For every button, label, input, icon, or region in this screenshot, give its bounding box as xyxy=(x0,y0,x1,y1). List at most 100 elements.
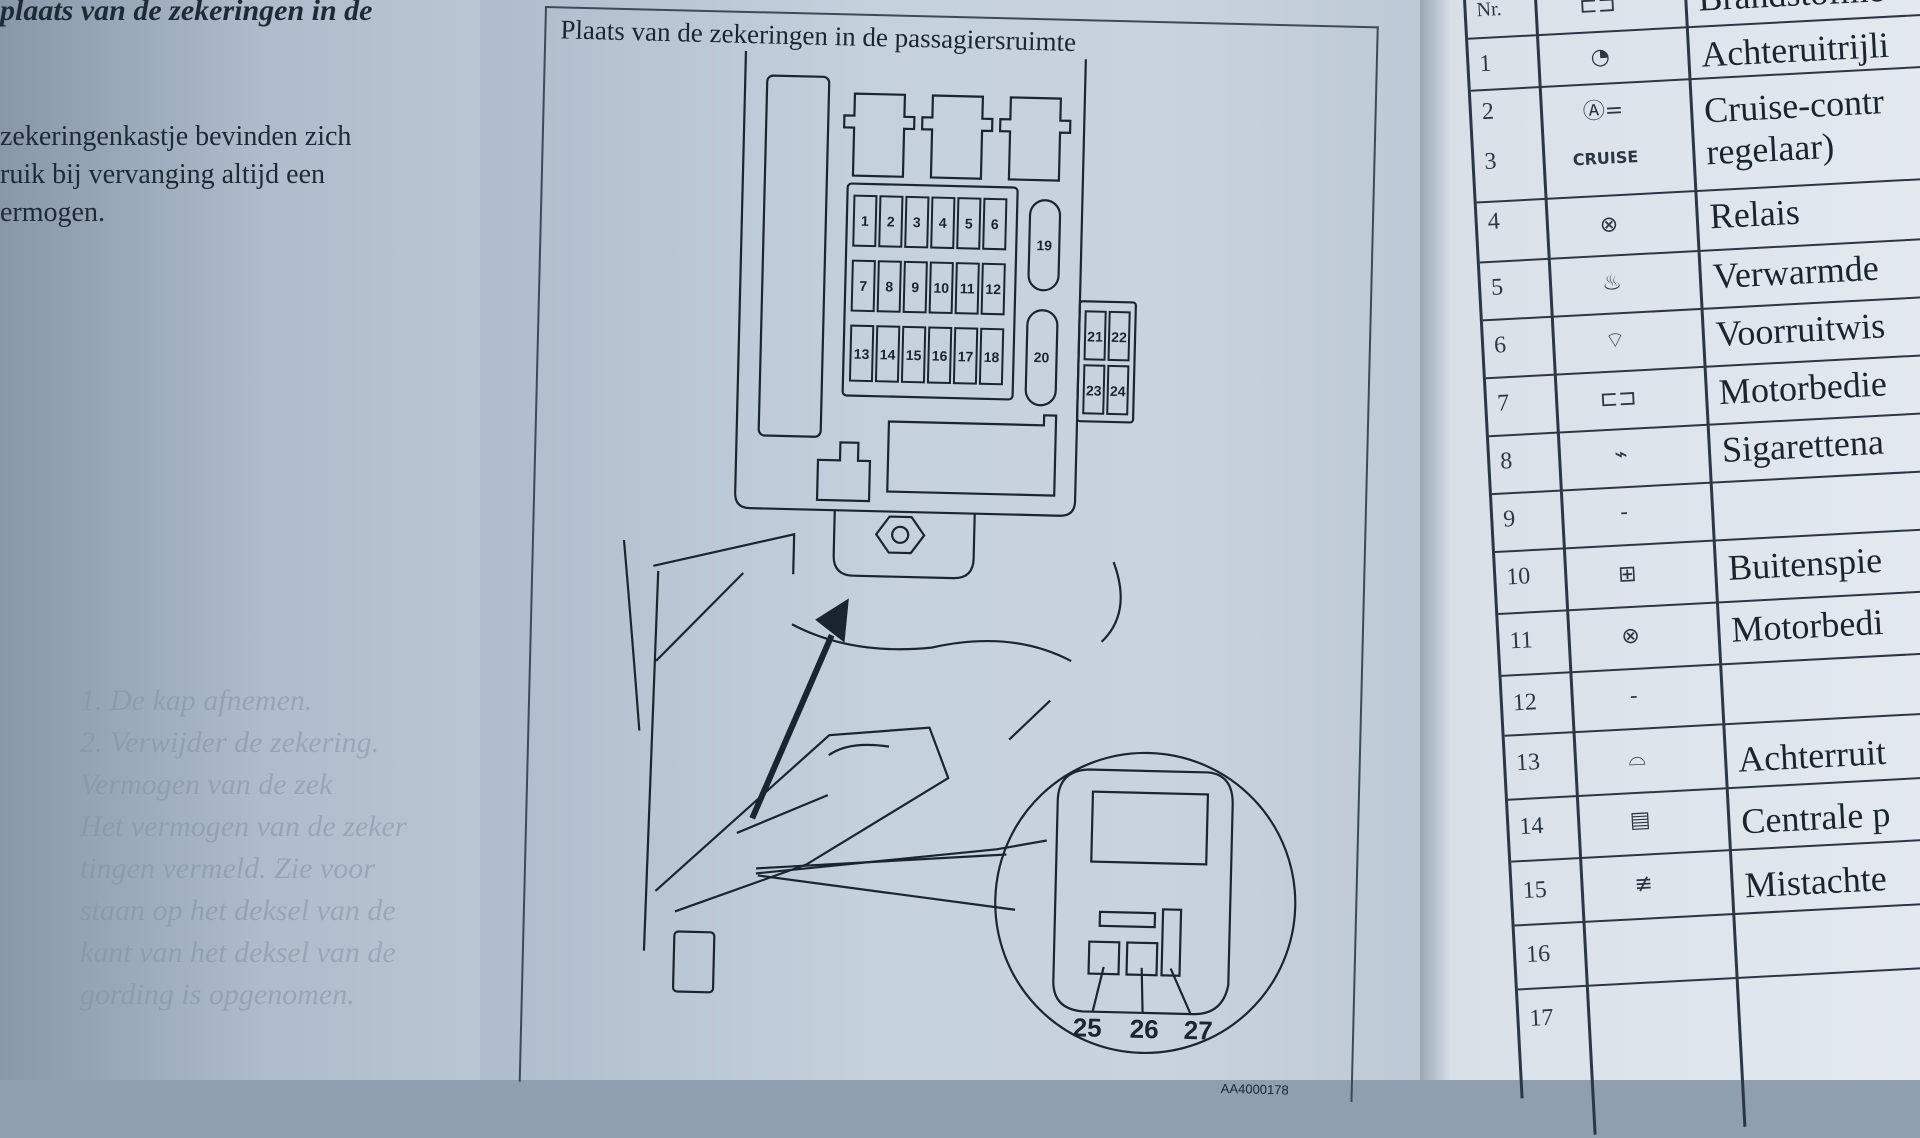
header-nr: Nr. xyxy=(1476,0,1503,22)
fuse-number: 6 xyxy=(1493,332,1507,359)
fuse-label: 1 xyxy=(861,213,869,229)
dashboard-line xyxy=(828,743,890,757)
mirror-icon: ⊞ xyxy=(1617,561,1638,588)
fuse-label: 16 xyxy=(932,348,948,364)
zoom-circle xyxy=(994,751,1297,1055)
ghost-line: Vermogen van de zek xyxy=(80,768,333,801)
zoom-fuse-27 xyxy=(1160,908,1183,977)
callout-line xyxy=(1140,967,1144,1013)
fuse-row-2: 7 8 9 10 11 12 xyxy=(850,259,1006,316)
fuse-label: 4 xyxy=(939,215,947,231)
relay-connector xyxy=(842,92,916,178)
ghost-line: Het vermogen van de zeker xyxy=(80,810,407,843)
dashboard-line xyxy=(622,539,641,731)
dashboard-line xyxy=(654,726,950,913)
bottom-connector xyxy=(886,414,1058,497)
relay-connector xyxy=(920,94,994,180)
ghost-line: kant van het deksel van de xyxy=(80,936,396,969)
dashboard-line xyxy=(655,572,744,662)
cruise-label-icon: CRUISE xyxy=(1572,147,1639,170)
fuse-number: 1 xyxy=(1478,50,1493,78)
zoom-slot xyxy=(1090,790,1210,866)
left-page: plaats van de zekeringen in de zekeringe… xyxy=(0,0,480,1080)
fuse-label-19: 19 xyxy=(1036,237,1052,253)
fuse-label: 10 xyxy=(933,280,949,296)
fuse-description: Relais xyxy=(1708,191,1801,237)
engine-icon: ⊏⊐ xyxy=(1578,0,1617,19)
fuse-description: Buitenspie xyxy=(1727,539,1883,588)
door-lock-icon: ▤ xyxy=(1629,807,1652,834)
fuse-description: Sigarettena xyxy=(1720,421,1885,471)
bolt-head xyxy=(874,515,926,555)
fuse-label: 12 xyxy=(985,281,1001,297)
fuse-description: Achteruitrijli xyxy=(1700,24,1890,75)
fuse-label: 14 xyxy=(880,346,896,362)
fuse-label: 3 xyxy=(913,214,921,230)
arrow-head xyxy=(815,598,849,643)
callout-27: 27 xyxy=(1183,1015,1213,1046)
engine-icon: ⊏⊐ xyxy=(1599,385,1638,413)
ghost-line: tingen vermeld. Zie voor xyxy=(80,852,375,885)
zoom-fuse-strip xyxy=(1098,910,1157,929)
fuse-number: 8 xyxy=(1499,448,1513,475)
fuse-label: 15 xyxy=(906,347,922,363)
bolt-center xyxy=(891,525,910,544)
long-slot xyxy=(757,74,831,438)
windshield-wiper-icon: ⌔ xyxy=(1604,327,1627,355)
release-lever xyxy=(671,930,716,994)
fuse-row-3: 13 14 15 16 17 18 xyxy=(848,324,1005,386)
fuse-label: 2 xyxy=(887,213,895,229)
empty-icon: - xyxy=(1619,500,1629,526)
fuse-label-24: 24 xyxy=(1110,383,1126,399)
callout-line xyxy=(1169,968,1192,1015)
fuse-description: Centrale p xyxy=(1740,793,1892,842)
fuse-box-outline xyxy=(734,50,1087,517)
fuse-number: 15 xyxy=(1522,876,1548,905)
fuse-label-21: 21 xyxy=(1087,328,1103,344)
mounting-tab xyxy=(832,510,976,580)
fuse-label-22: 22 xyxy=(1111,329,1127,345)
fuse-label: 18 xyxy=(984,349,1000,365)
gauge-icon: ◔ xyxy=(1589,44,1611,71)
fuse-number: 4 xyxy=(1487,208,1501,235)
fuse-number: 16 xyxy=(1525,940,1551,968)
zoom-fuse-25 xyxy=(1087,940,1121,976)
side-fuse-block xyxy=(1075,300,1137,424)
body-line: zekeringenkastje bevinden zich xyxy=(0,121,352,152)
fuse-description: Motorbedi xyxy=(1730,601,1885,650)
relay-icon: ⊗ xyxy=(1620,623,1641,650)
fuse-label: 7 xyxy=(859,278,867,294)
fuse-label-20: 20 xyxy=(1034,349,1050,365)
body-line: ermogen. xyxy=(0,197,105,228)
fuse-label: 5 xyxy=(965,215,973,231)
fuse-table: Nr. ⊏⊐ Brandstofme 1 ◔ Achteruitrijli 2 … xyxy=(1462,0,1920,1135)
fuse-description: Verwarmde xyxy=(1711,247,1880,297)
middle-page xyxy=(480,0,1460,1080)
fuse-number: 12 xyxy=(1512,689,1538,717)
fuse-block xyxy=(841,182,1019,401)
callout-26: 26 xyxy=(1129,1014,1159,1045)
show-through-text: 1. De kap afnemen. 2. Verwijder de zeker… xyxy=(80,680,470,1016)
relay-connector xyxy=(998,96,1072,182)
left-page-heading: plaats van de zekeringen in de xyxy=(0,0,373,27)
empty-icon: - xyxy=(1629,683,1639,710)
fuse-description: Mistachte xyxy=(1743,858,1888,906)
fuse-label: 17 xyxy=(958,348,974,364)
dashboard-line xyxy=(755,839,1047,875)
ghost-line: staan op het deksel van de xyxy=(80,894,396,927)
fuse-description: Achterruit xyxy=(1737,731,1887,780)
body-line: ruik bij vervanging altijd een xyxy=(0,159,326,190)
fuse-number: 7 xyxy=(1496,390,1510,417)
fuse-label: 11 xyxy=(960,280,975,296)
fuse-number: 17 xyxy=(1528,1004,1555,1032)
dashboard-line xyxy=(642,570,660,951)
right-page xyxy=(1450,0,1920,1080)
fuse-row-1: 1 2 3 4 5 6 xyxy=(852,194,1008,251)
relay-icon: ⊗ xyxy=(1599,212,1619,239)
fuse-number: 2 xyxy=(1481,98,1495,126)
fuse-description: Voorruitwis xyxy=(1714,305,1887,355)
fuse-description: Motorbedie xyxy=(1717,363,1888,413)
fuse-number: 3 xyxy=(1483,148,1498,176)
dashboard-line xyxy=(736,794,829,834)
fuse-box-diagram: 1 2 3 4 5 6 7 8 9 10 11 12 xyxy=(622,50,1297,1097)
